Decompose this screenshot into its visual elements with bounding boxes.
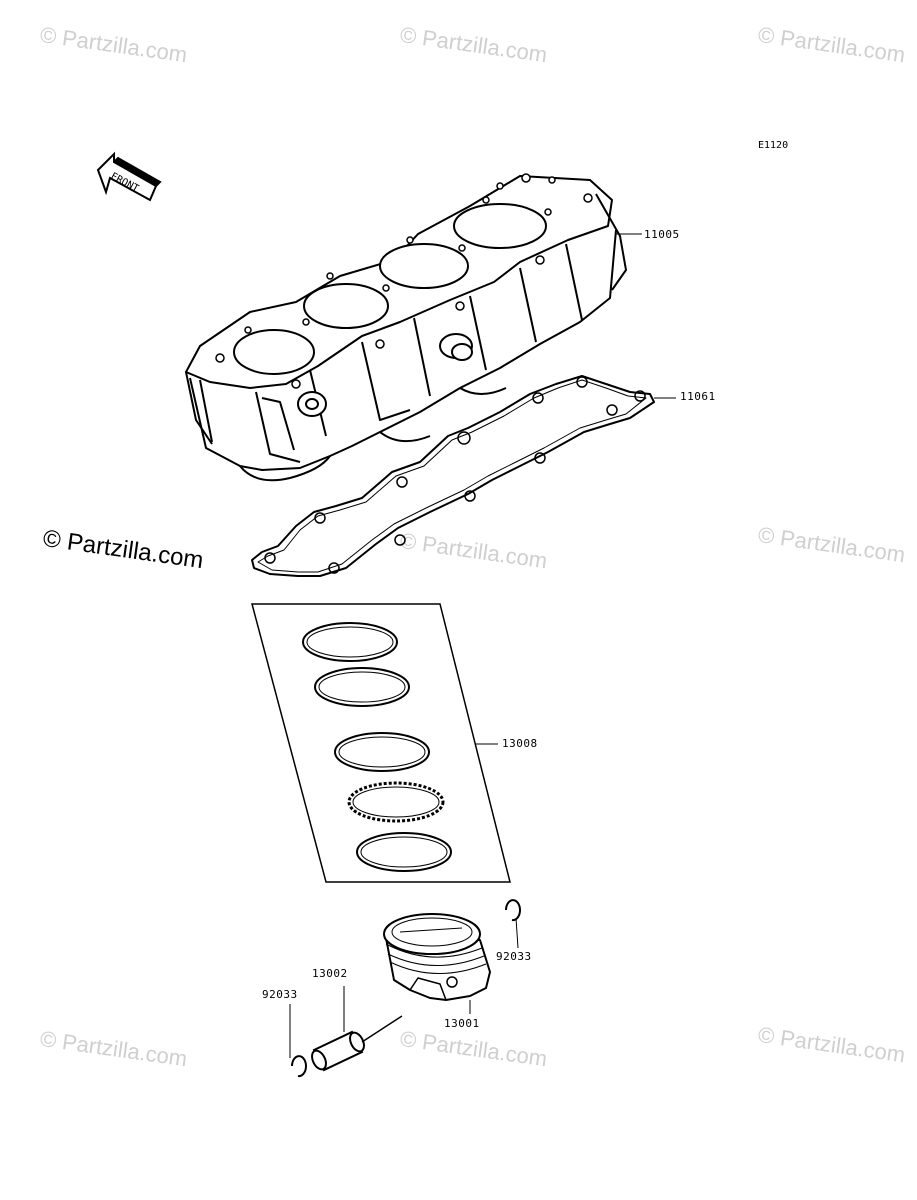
- part-label-piston: 13001: [444, 1017, 480, 1030]
- part-label-cylinder: 11005: [644, 228, 680, 241]
- cylinder-gasket: [251, 375, 655, 577]
- cylinder-bore-1: [233, 329, 315, 375]
- circlip-left: [291, 1055, 307, 1078]
- part-label-gasket: 11061: [680, 390, 716, 403]
- piston-ring-set: [251, 603, 511, 883]
- cylinder-bore-4: [453, 203, 547, 249]
- part-label-clip-right: 92033: [496, 950, 532, 963]
- ring-set-frame: [251, 603, 511, 883]
- part-label-clip-left: 92033: [262, 988, 298, 1001]
- cylinder-bore-3: [379, 243, 469, 289]
- oil-ring-rail-upper: [334, 732, 430, 772]
- oil-ring-rail-lower: [356, 832, 452, 872]
- part-label-pin: 13002: [312, 967, 348, 980]
- oil-ring-expander: [347, 781, 445, 823]
- front-arrow-icon: FRONT: [96, 151, 162, 202]
- leader-lines: [289, 233, 676, 1058]
- piston: [383, 913, 491, 1001]
- piston-ring-top: [302, 622, 398, 662]
- diagram-code: E1120: [758, 140, 788, 151]
- piston-pin: [311, 1015, 403, 1072]
- part-label-ring-set: 13008: [502, 737, 538, 750]
- cylinder-block: [185, 173, 627, 482]
- cylinder-bore-2: [303, 283, 389, 329]
- circlip-right: [505, 899, 521, 922]
- piston-ring-second: [314, 667, 410, 707]
